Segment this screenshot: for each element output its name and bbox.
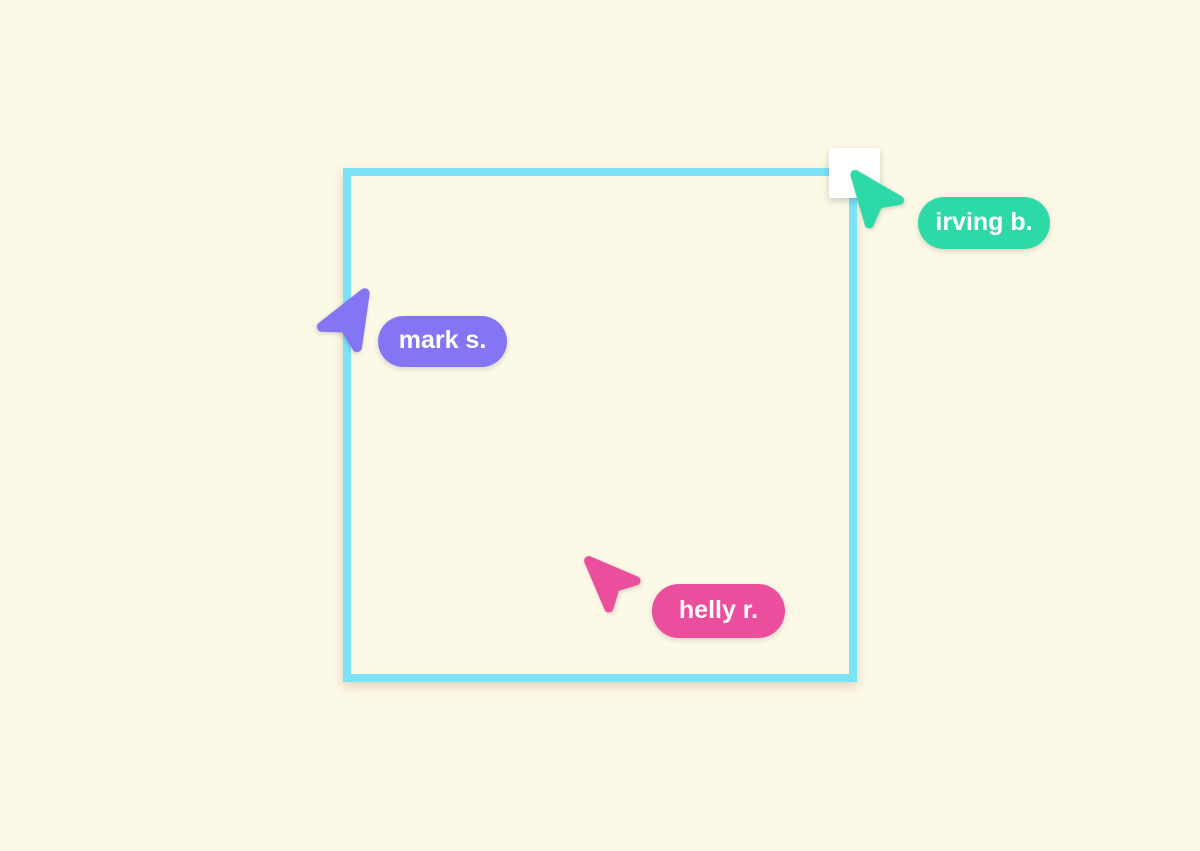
- cursor-label-mark: mark s.: [378, 316, 507, 367]
- cursor-arrow-icon: [306, 272, 396, 362]
- cursor-label-helly: helly r.: [652, 584, 785, 638]
- cursor-label-irving: irving b.: [918, 197, 1050, 249]
- cursor-arrow-icon: [827, 151, 914, 238]
- drawn-square[interactable]: [343, 168, 857, 682]
- cursor-arrow-icon: [563, 535, 651, 623]
